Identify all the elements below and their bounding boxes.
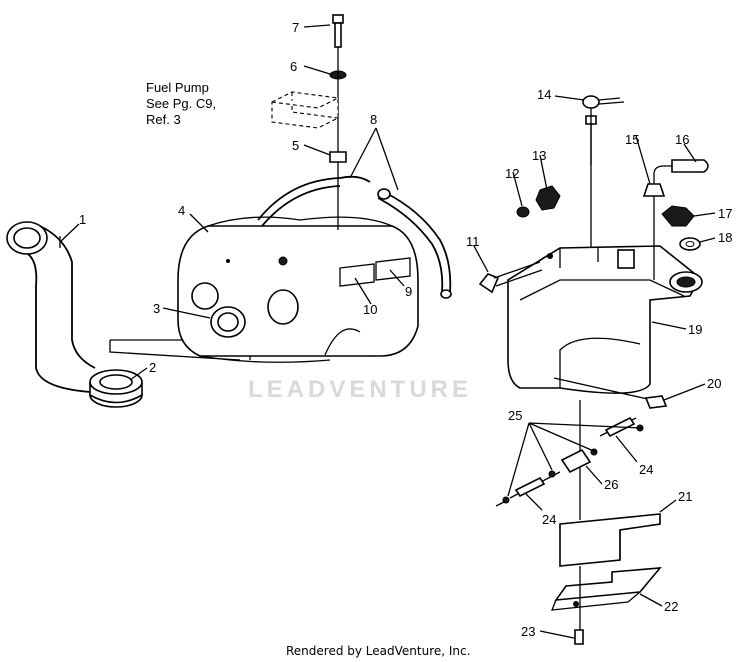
clip — [574, 629, 584, 645]
callout-20: 20 — [707, 376, 721, 391]
callout-24-upper: 24 — [639, 462, 653, 477]
callout-24-lower: 24 — [542, 512, 556, 527]
note-line-2: See Pg. C9, — [146, 96, 216, 111]
oil-level-sensor — [582, 95, 625, 248]
callout-11: 11 — [466, 234, 480, 249]
washer-and-nut — [516, 185, 561, 218]
callout-19: 19 — [688, 322, 702, 337]
mounting-plate — [550, 566, 662, 640]
fuel-pump-note: Fuel Pump See Pg. C9, Ref. 3 — [146, 80, 216, 127]
bolt — [478, 261, 543, 294]
fuel-lines — [257, 175, 452, 299]
callout-5: 5 — [292, 138, 299, 153]
watermark-text: LEADVENTURE — [248, 376, 472, 403]
oil-cap-and-gasket — [661, 205, 701, 251]
note-line-1: Fuel Pump — [146, 80, 209, 95]
callout-16: 16 — [675, 132, 689, 147]
note-line-3: Ref. 3 — [146, 112, 181, 127]
callout-22: 22 — [664, 599, 678, 614]
callout-6: 6 — [290, 59, 297, 74]
footer-credit: Rendered by LeadVenture, Inc. — [286, 644, 470, 658]
callout-14: 14 — [537, 87, 551, 102]
callout-15: 15 — [625, 132, 639, 147]
mount-bracket — [559, 513, 661, 567]
callout-7: 7 — [292, 20, 299, 35]
callout-10: 10 — [363, 302, 377, 317]
fuel-tank — [177, 216, 419, 363]
callout-21: 21 — [678, 489, 692, 504]
callout-17: 17 — [718, 206, 732, 221]
oil-fitting-and-hose — [642, 159, 709, 280]
fuel-pump-fittings — [329, 14, 347, 230]
callout-12: 12 — [505, 166, 519, 181]
grommet — [89, 369, 143, 408]
callout-25: 25 — [508, 408, 522, 423]
mount-bracket-line-2 — [109, 340, 241, 361]
callout-3: 3 — [153, 301, 160, 316]
callout-1: 1 — [79, 212, 86, 227]
callout-2: 2 — [149, 360, 156, 375]
callouts: 1 2 3 4 5 6 7 8 9 10 11 12 13 14 15 16 1… — [79, 20, 732, 639]
callout-9: 9 — [405, 284, 412, 299]
callout-18: 18 — [718, 230, 732, 245]
fuel-pump-reference — [271, 91, 339, 129]
filler-neck-tube — [6, 221, 96, 393]
callout-23: 23 — [521, 624, 535, 639]
callout-13: 13 — [532, 148, 546, 163]
callout-8: 8 — [370, 112, 377, 127]
callout-26: 26 — [604, 477, 618, 492]
tank-grommet — [210, 306, 246, 338]
callout-leaders — [59, 24, 716, 639]
callout-4: 4 — [178, 203, 185, 218]
oil-tank — [507, 245, 703, 394]
